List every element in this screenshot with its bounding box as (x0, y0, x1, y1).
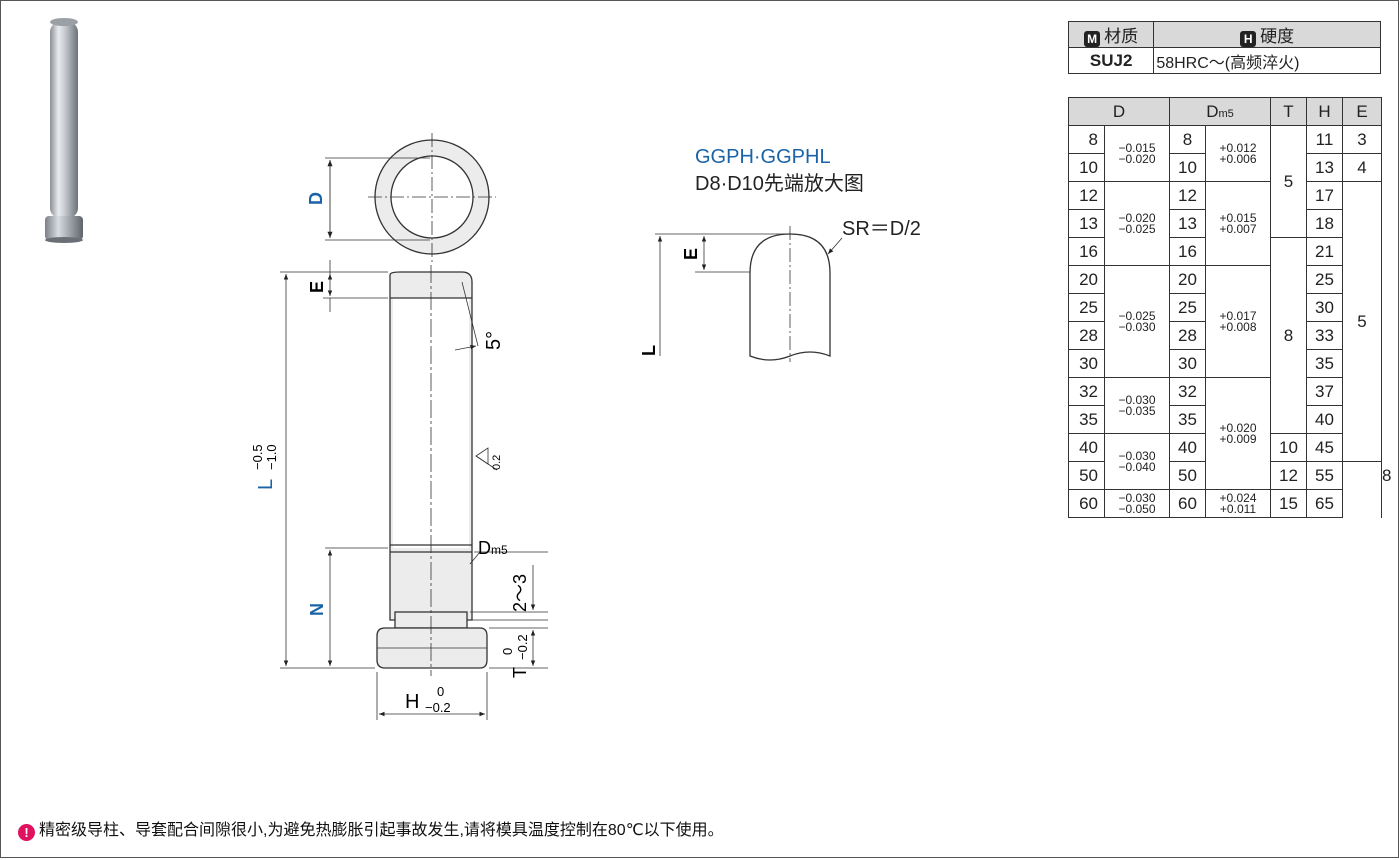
label-l: L (255, 479, 277, 490)
col-h: H (1306, 97, 1343, 126)
spec-header-row: D Dm5 T H E (1068, 97, 1382, 126)
detail-l: L (639, 345, 659, 356)
table-row: 25 25 30 (1068, 293, 1382, 322)
hardness-value: 58HRC～(高频淬火) (1153, 47, 1381, 74)
warning-icon: ! (18, 824, 35, 841)
material-value: SUJ2 (1067, 47, 1155, 74)
table-row: 40 −0.030−0.040 40 10 45 8 (1068, 433, 1391, 490)
label-t: T (510, 667, 530, 678)
label-h: H (405, 691, 419, 713)
product-photo (45, 18, 83, 243)
table-row: 10 10 13 4 (1068, 153, 1382, 182)
label-roughness: 0.2 (491, 455, 503, 470)
label-l-tol-lower: −1.0 (264, 444, 279, 470)
spec-table: D Dm5 T H E 8 −0.015−0.020 8 +0.012+0.00… (1068, 97, 1391, 518)
label-h-tol-lower: −0.2 (425, 700, 451, 715)
table-row: 32 −0.030−0.035 32 +0.020+0.009 37 (1068, 377, 1382, 490)
detail-view (655, 226, 843, 362)
col-t: T (1270, 97, 1307, 126)
table-row: 35 35 40 (1068, 405, 1382, 434)
detail-e: E (681, 248, 701, 260)
detail-title-2: D8·D10先端放大图 (695, 172, 864, 195)
label-dm: Dm5 (478, 538, 508, 558)
label-t-tol-lower: −0.2 (515, 634, 530, 660)
table-row: 30 30 35 (1068, 349, 1382, 378)
detail-sr: SR＝D/2 (842, 218, 921, 240)
table-row: 8 −0.015−0.020 8 +0.012+0.006 5 11 3 (1068, 125, 1382, 238)
label-h-tol-upper: 0 (437, 684, 444, 699)
detail-title-1: GGPH·GGPHL (695, 146, 831, 168)
table-row: 16 16 8 21 (1068, 237, 1382, 434)
table-row: 60 −0.030−0.050 60 +0.024+0.011 15 65 (1068, 489, 1382, 518)
table-row: 12 −0.020−0.025 12 +0.015+0.007 17 5 (1068, 181, 1382, 462)
hardness-badge-icon: H (1240, 31, 1257, 47)
side-dimensions (280, 260, 548, 720)
caution-note: !精密级导柱、导套配合间隙很小,为避免热膨胀引起事故发生,请将模具温度控制在80… (18, 816, 724, 841)
top-view (325, 133, 496, 262)
label-relief: 2～3 (510, 574, 530, 612)
note-text: 精密级导柱、导套配合间隙很小,为避免热膨胀引起事故发生,请将模具温度控制在80℃… (39, 822, 724, 839)
material-badge-icon: M (1084, 31, 1101, 47)
table-row: 13 13 18 (1068, 209, 1382, 238)
label-d: D (306, 192, 326, 205)
col-d: D (1068, 97, 1170, 126)
side-view (376, 265, 488, 676)
technical-drawing: D E 5° (45, 18, 921, 720)
label-t-tol-upper: 0 (500, 648, 515, 655)
label-l-tol-upper: −0.5 (250, 444, 265, 470)
label-n: N (307, 603, 327, 616)
col-dm: Dm5 (1169, 97, 1271, 126)
label-angle: 5° (483, 331, 505, 350)
table-row: 20 −0.025−0.030 20 +0.017+0.008 25 (1068, 265, 1382, 378)
col-e: E (1342, 97, 1382, 126)
label-e: E (307, 281, 327, 293)
